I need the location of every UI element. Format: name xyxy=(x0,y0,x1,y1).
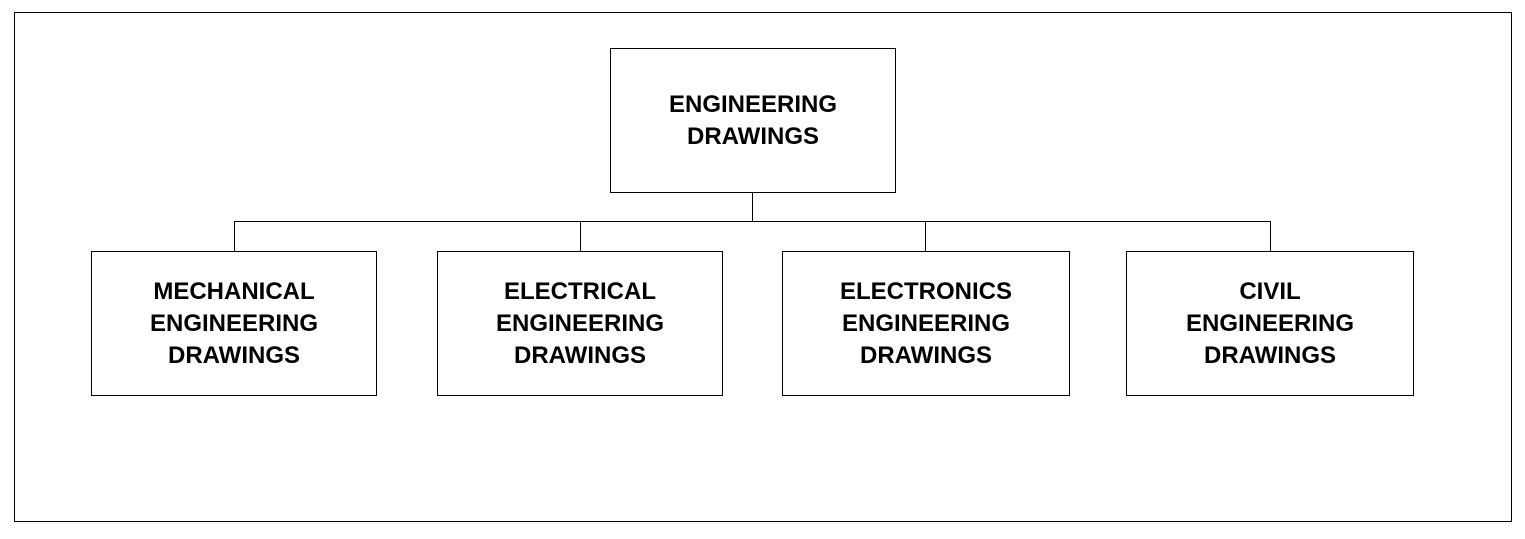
node-label-line: ENGINEERING xyxy=(495,309,665,337)
connector-horizontal-bus xyxy=(234,221,1271,222)
child-node-civil: CIVIL ENGINEERING DRAWINGS xyxy=(1126,251,1414,396)
root-node-engineering-drawings: ENGINEERING DRAWINGS xyxy=(610,48,896,193)
node-label-line: ENGINEERING xyxy=(1185,309,1355,337)
connector-child-3-stem xyxy=(925,221,926,251)
node-label-line: ELECTRONICS xyxy=(839,277,1012,305)
node-label-line: CIVIL xyxy=(1239,277,1301,305)
child-node-mechanical: MECHANICAL ENGINEERING DRAWINGS xyxy=(91,251,377,396)
diagram-frame xyxy=(14,12,1512,522)
node-label-line: ENGINEERING xyxy=(841,309,1011,337)
connector-root-stem xyxy=(752,193,753,221)
connector-child-1-stem xyxy=(234,221,235,251)
node-label-line: DRAWINGS xyxy=(514,341,646,369)
node-label-line: ENGINEERING xyxy=(668,90,838,118)
child-node-electrical: ELECTRICAL ENGINEERING DRAWINGS xyxy=(437,251,723,396)
child-node-electronics: ELECTRONICS ENGINEERING DRAWINGS xyxy=(782,251,1070,396)
node-label-line: DRAWINGS xyxy=(168,341,300,369)
node-label-line: DRAWINGS xyxy=(860,341,992,369)
node-label-line: MECHANICAL xyxy=(153,277,315,305)
connector-child-4-stem xyxy=(1270,221,1271,251)
node-label-line: DRAWINGS xyxy=(687,122,819,150)
node-label-line: DRAWINGS xyxy=(1204,341,1336,369)
node-label-line: ENGINEERING xyxy=(149,309,319,337)
connector-child-2-stem xyxy=(580,221,581,251)
node-label-line: ELECTRICAL xyxy=(504,277,656,305)
